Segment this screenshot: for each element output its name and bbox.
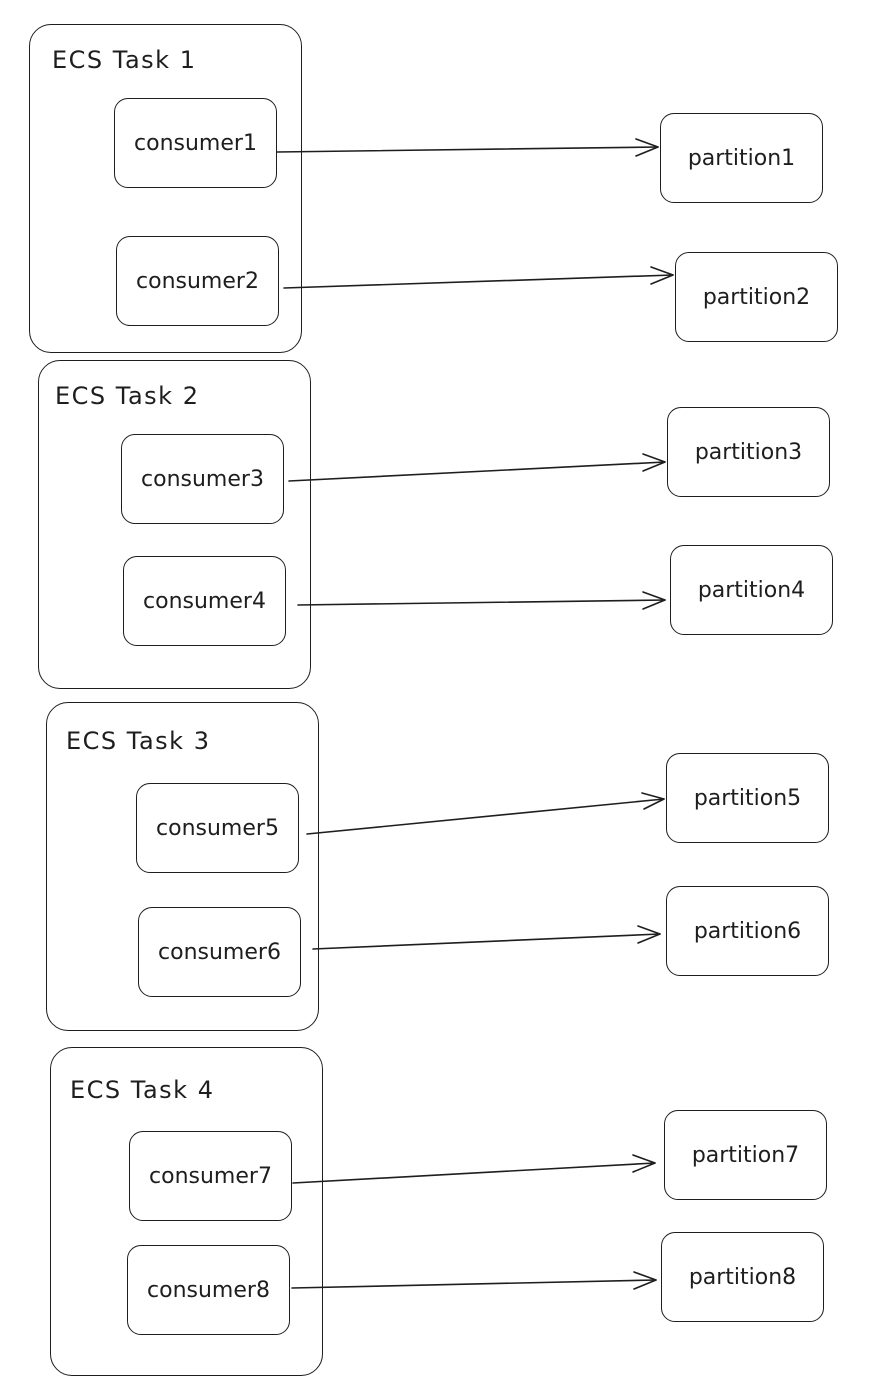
arrow-consumer2-partition2 xyxy=(283,266,674,289)
ecs-task-4-title: ECS Task 4 xyxy=(70,1076,215,1104)
partition4-label: partition4 xyxy=(697,577,806,603)
partition3-label: partition3 xyxy=(694,439,803,465)
consumer6-label: consumer6 xyxy=(158,939,281,965)
ecs-task-3-title: ECS Task 3 xyxy=(66,727,211,755)
consumer2-label: consumer2 xyxy=(136,268,259,294)
partition2-label: partition2 xyxy=(702,284,811,310)
consumer6-node[interactable]: consumer6 xyxy=(138,907,301,997)
consumer5-label: consumer5 xyxy=(156,815,279,841)
consumer7-label: consumer7 xyxy=(149,1163,272,1189)
consumer1-node[interactable]: consumer1 xyxy=(114,98,277,188)
ecs-task-1-box[interactable] xyxy=(29,24,302,353)
ecs-task-2-box[interactable] xyxy=(38,360,311,689)
consumer2-node[interactable]: consumer2 xyxy=(116,236,279,326)
consumer3-node[interactable]: consumer3 xyxy=(121,434,284,524)
partition2-node[interactable]: partition2 xyxy=(675,252,838,342)
consumer1-label: consumer1 xyxy=(134,130,257,156)
arrow-consumer8-partition8 xyxy=(291,1271,657,1290)
consumer4-label: consumer4 xyxy=(143,588,266,614)
partition5-node[interactable]: partition5 xyxy=(666,753,829,843)
ecs-task-4-box[interactable] xyxy=(50,1047,323,1376)
consumer8-label: consumer8 xyxy=(147,1277,270,1303)
consumer3-label: consumer3 xyxy=(141,466,264,492)
consumer8-node[interactable]: consumer8 xyxy=(127,1245,290,1335)
consumer5-node[interactable]: consumer5 xyxy=(136,783,299,873)
arrow-consumer5-partition5 xyxy=(306,792,665,835)
partition8-label: partition8 xyxy=(688,1264,797,1290)
partition6-label: partition6 xyxy=(693,918,802,944)
partition8-node[interactable]: partition8 xyxy=(661,1232,824,1322)
partition4-node[interactable]: partition4 xyxy=(670,545,833,635)
ecs-task-2-title: ECS Task 2 xyxy=(55,382,200,410)
consumer7-node[interactable]: consumer7 xyxy=(129,1131,292,1221)
ecs-task-1-title: ECS Task 1 xyxy=(52,46,197,74)
partition5-label: partition5 xyxy=(693,785,802,811)
arrow-consumer3-partition3 xyxy=(288,453,666,482)
partition6-node[interactable]: partition6 xyxy=(666,886,829,976)
arrow-consumer6-partition6 xyxy=(312,925,661,950)
consumer4-node[interactable]: consumer4 xyxy=(123,556,286,646)
arrow-consumer1-partition1 xyxy=(276,138,659,157)
partition1-label: partition1 xyxy=(687,145,796,171)
partition3-node[interactable]: partition3 xyxy=(667,407,830,497)
ecs-task-3-box[interactable] xyxy=(46,702,319,1031)
arrow-consumer7-partition7 xyxy=(292,1154,656,1184)
partition1-node[interactable]: partition1 xyxy=(660,113,823,203)
arrow-consumer4-partition4 xyxy=(297,591,666,610)
partition7-label: partition7 xyxy=(691,1142,800,1168)
partition7-node[interactable]: partition7 xyxy=(664,1110,827,1200)
